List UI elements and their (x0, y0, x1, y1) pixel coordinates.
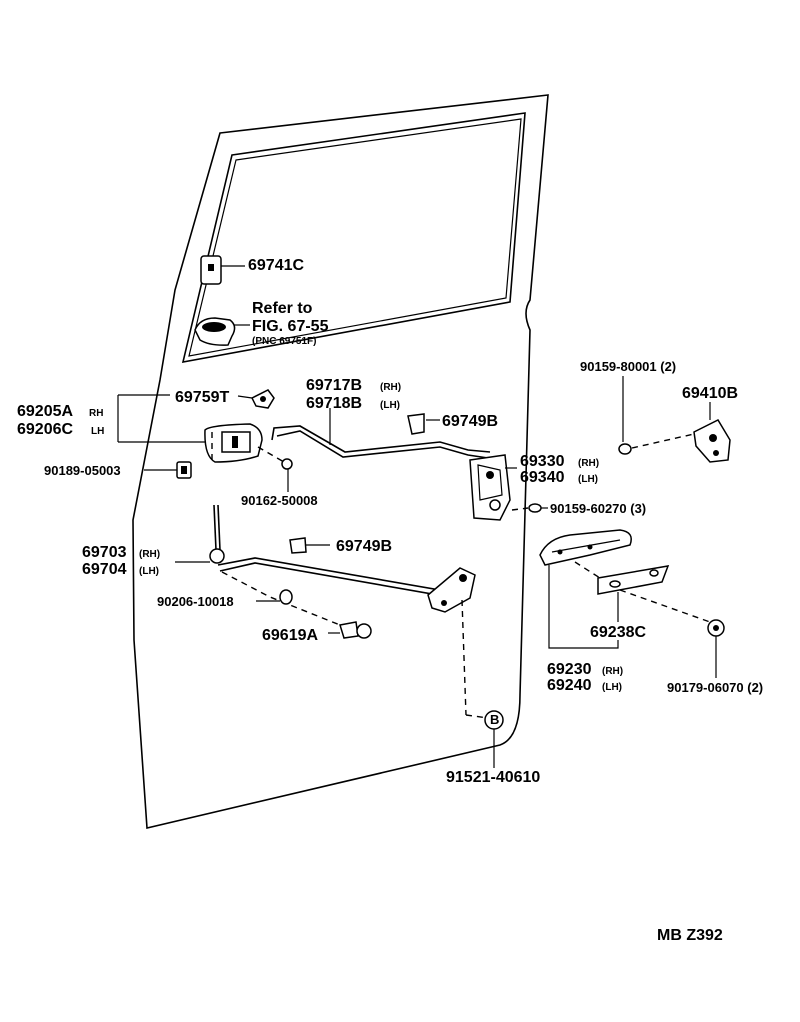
diagram-code: MB Z392 (657, 927, 723, 944)
label-69759t: 69759T (175, 389, 229, 406)
label-69704: 69704 (82, 561, 127, 578)
label-69240: 69240 (547, 677, 592, 694)
clip-69749b-mid (289, 537, 330, 554)
label-rh-69205a: RH (89, 408, 103, 419)
label-rh-69330: (RH) (578, 458, 599, 469)
label-69410b: 69410B (682, 385, 738, 402)
pad-69238c (597, 565, 711, 623)
label-69206c: 69206C (17, 421, 73, 438)
door-lock-assembly (469, 454, 517, 521)
label-90179: 90179-06070 (2) (667, 680, 763, 695)
label-69717b: 69717B (306, 377, 362, 394)
label-lh-69240: (LH) (602, 682, 622, 693)
label-90159-80001: 90159-80001 (2) (580, 359, 676, 374)
rod-69717b (271, 408, 491, 459)
label-69238c: 69238C (590, 624, 646, 641)
nut-90179 (707, 619, 725, 678)
label-91521: 91521-40610 (446, 769, 540, 786)
label-90189: 90189-05003 (44, 463, 121, 478)
striker-69410b (693, 402, 731, 463)
bolt-90159-80001 (618, 376, 695, 455)
screw-90159-60270 (511, 503, 548, 513)
door-panel-outline (132, 94, 549, 829)
bracket-69230 (548, 565, 619, 649)
clip-69759t (237, 389, 275, 409)
label-69330: 69330 (520, 453, 565, 470)
label-refer-1: Refer to (252, 300, 313, 317)
marker-b: B (490, 712, 499, 727)
label-69718b: 69718B (306, 395, 362, 412)
remote-lever (427, 567, 489, 719)
bracket-69205 (117, 394, 205, 443)
label-69749b-mid: 69749B (336, 538, 392, 555)
label-69619a: 69619A (262, 627, 318, 644)
label-69340: 69340 (520, 469, 565, 486)
label-lh-69206c: LH (91, 426, 104, 437)
label-refer-2: FIG. 67-55 (252, 318, 329, 335)
label-69741c: 69741C (248, 257, 304, 274)
label-90159-60270: 90159-60270 (3) (550, 501, 646, 516)
label-lh-69718b: (LH) (380, 400, 400, 411)
cap-91521 (484, 710, 504, 768)
bolt-69619a (328, 621, 372, 639)
screw-90162 (257, 446, 293, 492)
label-69703: 69703 (82, 544, 127, 561)
label-rh-69230: (RH) (602, 666, 623, 677)
label-rh-69717b: (RH) (380, 382, 401, 393)
handle-refer-part (194, 317, 250, 346)
label-69205a: 69205A (17, 403, 73, 420)
clip-90189 (144, 461, 192, 479)
label-refer-3: (PNC 69751F) (252, 336, 316, 347)
clip-90206 (256, 589, 293, 605)
label-rh-69703: (RH) (139, 549, 160, 560)
clip-69749b-top (407, 413, 440, 435)
label-69749b-top: 69749B (442, 413, 498, 430)
label-90206: 90206-10018 (157, 594, 234, 609)
clip-69741c (200, 255, 245, 285)
label-lh-69704: (LH) (139, 566, 159, 577)
outside-handle (539, 529, 632, 579)
inside-handle (204, 423, 263, 465)
label-69230: 69230 (547, 661, 592, 678)
label-lh-69340: (LH) (578, 474, 598, 485)
label-90162: 90162-50008 (241, 493, 318, 508)
